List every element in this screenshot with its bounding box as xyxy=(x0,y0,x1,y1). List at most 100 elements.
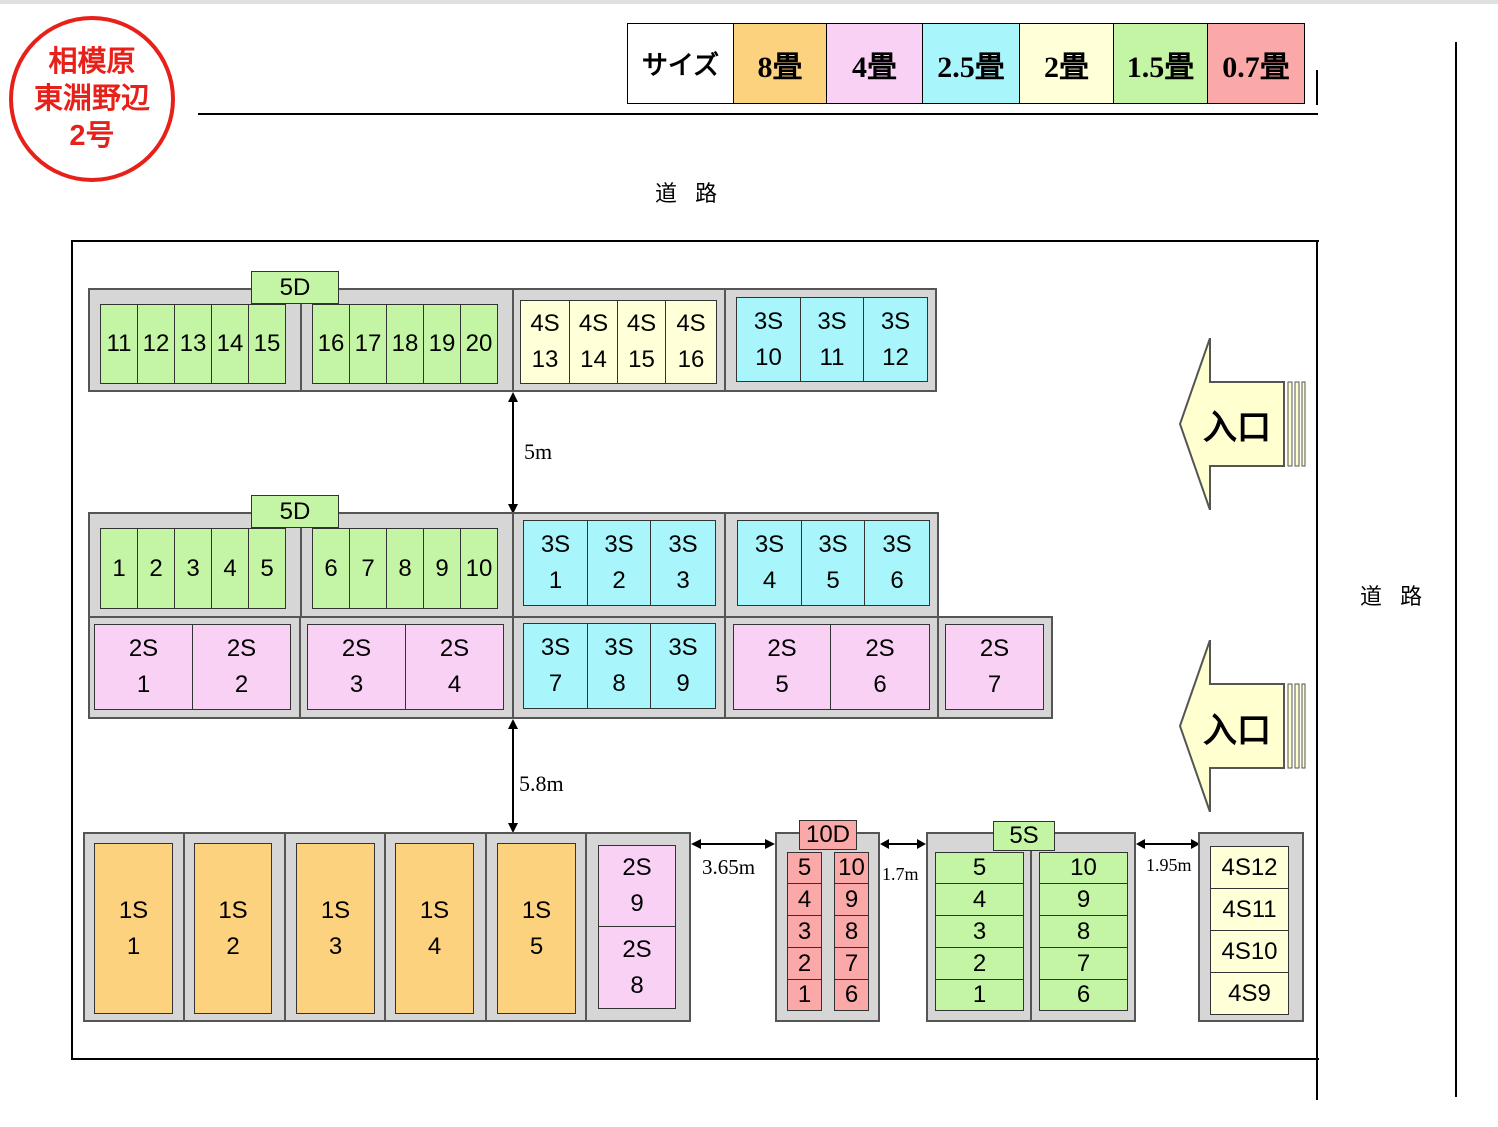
unit-label: 2S xyxy=(622,854,652,881)
dimension-arrow-1-95m xyxy=(1136,839,1200,849)
tag-5s: 5S xyxy=(993,821,1055,851)
unit-10d-10: 10 xyxy=(834,852,869,884)
row2-5d-tag: 5D xyxy=(251,495,339,528)
size-legend: サイズ 8畳 4畳 2.5畳 2畳 1.5畳 0.7畳 xyxy=(627,23,1305,104)
dimension-arrow-5m xyxy=(508,392,518,514)
unit-label: 3S xyxy=(604,634,634,661)
unit-5d-18: 18 xyxy=(386,304,424,384)
legend-size-4: 4畳 xyxy=(827,24,923,103)
unit-number: 16 xyxy=(677,346,705,373)
unit-10d-6: 6 xyxy=(834,979,869,1011)
unit-5s-2: 2 xyxy=(935,947,1024,980)
unit-4s-10: 4S10 xyxy=(1210,930,1289,973)
unit-5d-16: 16 xyxy=(312,304,350,384)
unit-5d-5: 5 xyxy=(248,528,286,609)
unit-5s-8: 8 xyxy=(1039,915,1128,948)
unit-label: 1S xyxy=(419,896,450,924)
unit-number: 2 xyxy=(612,567,626,594)
road-label-top: 道 路 xyxy=(655,181,724,206)
unit-label: 4S xyxy=(578,310,609,337)
unit-number: 5 xyxy=(775,671,789,698)
entrance-label-1: 入口 xyxy=(1203,409,1271,447)
dimension-label-3-65m: 3.65m xyxy=(702,855,756,879)
unit-label: 4S xyxy=(626,310,657,337)
unit-number: 2 xyxy=(226,932,240,960)
row2-divider xyxy=(300,514,302,616)
unit-5d-12: 12 xyxy=(137,304,175,384)
unit-4s-11: 4S11 xyxy=(1210,888,1289,931)
unit-10d-7: 7 xyxy=(834,947,869,980)
unit-label: 3S xyxy=(882,531,912,558)
unit-10d-3: 3 xyxy=(787,915,822,948)
unit-4s-9: 4S9 xyxy=(1210,972,1289,1015)
dimension-label-1-7m: 1.7m xyxy=(882,864,919,884)
unit-label: 3S xyxy=(668,531,698,558)
unit-5d-20: 20 xyxy=(460,304,498,384)
unit-5s-7: 7 xyxy=(1039,947,1128,980)
unit-label: 1S xyxy=(218,896,248,924)
legend-size-0-7: 0.7畳 xyxy=(1208,24,1304,103)
unit-number: 6 xyxy=(873,671,887,698)
unit-label: 2S xyxy=(341,635,372,662)
unit-label: 2S xyxy=(622,935,652,963)
unit-5d-10: 10 xyxy=(460,528,498,609)
unit-label: 4S xyxy=(530,310,560,337)
unit-number: 8 xyxy=(612,670,626,697)
unit-label: 2S xyxy=(226,635,257,662)
unit-label: 3S xyxy=(817,307,847,335)
unit-5d-4: 4 xyxy=(211,528,249,609)
unit-number: 1 xyxy=(136,671,151,698)
unit-5d-8: 8 xyxy=(386,528,424,609)
unit-5d-11: 11 xyxy=(100,304,138,384)
entrance-label-2: 入口 xyxy=(1203,712,1271,750)
site-boundary-right xyxy=(1316,240,1318,1100)
unit-number: 15 xyxy=(628,346,655,373)
unit-number: 14 xyxy=(580,346,607,373)
road-edge-top xyxy=(198,113,1318,115)
unit-5d-2: 2 xyxy=(137,528,175,609)
unit-label: 2S xyxy=(979,635,1010,662)
unit-label: 2S xyxy=(439,635,470,662)
unit-number: 13 xyxy=(531,346,559,373)
unit-5d-17: 17 xyxy=(349,304,387,384)
unit-label: 3S xyxy=(540,531,571,558)
unit-5d-13: 13 xyxy=(174,304,212,384)
unit-number: 8 xyxy=(630,971,644,999)
unit-label: 2S xyxy=(865,635,895,662)
unit-5s-10: 10 xyxy=(1039,852,1128,884)
unit-label: 1S xyxy=(118,896,149,924)
stamp-line-3: 2号 xyxy=(69,119,115,152)
unit-10d-5: 5 xyxy=(787,852,822,884)
unit-5d-19: 19 xyxy=(423,304,461,384)
unit-10d-9: 9 xyxy=(834,883,869,916)
unit-5d-3: 3 xyxy=(174,528,212,609)
unit-number: 3 xyxy=(349,671,364,698)
unit-number: 10 xyxy=(755,343,782,371)
unit-label: 3S xyxy=(604,531,634,558)
unit-10d-4: 4 xyxy=(787,883,822,916)
stamp-line-2: 東淵野辺 xyxy=(33,82,150,115)
unit-number: 5 xyxy=(826,567,840,594)
site-stamp: 相模原 東淵野辺 2号 xyxy=(9,16,175,182)
unit-label: 3S xyxy=(540,634,571,661)
unit-label: 4S xyxy=(676,310,706,337)
row1-5d-tag: 5D xyxy=(251,271,339,304)
